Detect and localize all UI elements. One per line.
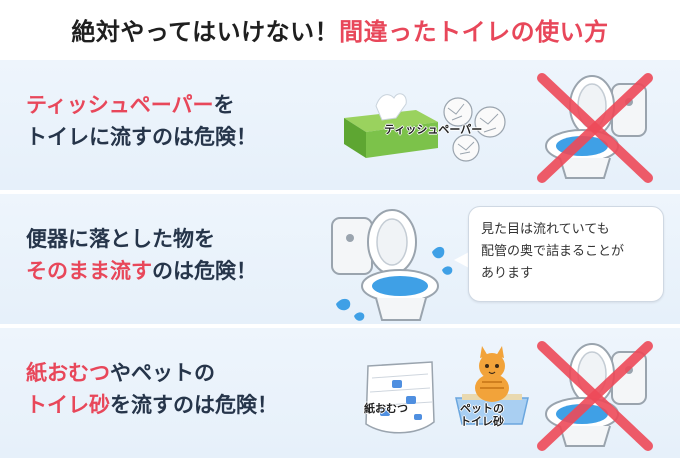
section-tissue-paper: ティッシュペーパーを トイレに流すのは危険！ ティッシュペーパー	[0, 60, 680, 190]
heading-segment: のは危険！	[152, 259, 257, 283]
heading-line-2: トイレ砂を流すのは危険！	[26, 389, 278, 421]
heading-segment: トイレに流すのは危険！	[26, 125, 257, 149]
toilet-crossed-illustration	[537, 73, 653, 183]
tissue-ball-icon	[452, 134, 480, 162]
bubble-line: 見た目は流れていても	[481, 222, 610, 237]
heading-line-1: 紙おむつやペットの	[26, 357, 278, 389]
section-heading: ティッシュペーパーを トイレに流すのは危険！	[26, 89, 257, 153]
heading-segment: を	[213, 93, 235, 117]
heading-segment: を流すのは危険！	[110, 393, 278, 417]
toilet-crossed-illustration	[537, 341, 653, 451]
bubble-line: 配管の奥で詰まることが	[481, 244, 625, 259]
tissue-caption: ティッシュペーパー	[384, 123, 483, 136]
diaper-icon	[365, 361, 435, 434]
tissue-box-icon	[344, 93, 438, 158]
heading-line-1: ティッシュペーパーを	[26, 89, 257, 121]
cross-mark-icon	[537, 341, 653, 451]
bubble-line: あります	[481, 266, 534, 281]
section-diapers-litter: 紙おむつやペットの トイレ砂を流すのは危険！ 紙おむつ	[0, 328, 680, 458]
tissue-ball-icon	[443, 97, 473, 127]
cross-mark-icon	[537, 73, 653, 183]
speech-bubble: 見た目は流れていても 配管の奥で詰まることが あります	[468, 206, 664, 302]
speech-bubble-tail	[454, 252, 469, 268]
section-dropped-items: 便器に落とした物を そのまま流すのは危険！ 見た目は流れていても 配管の奥で詰ま…	[0, 194, 680, 324]
heading-line-2: そのまま流すのは危険！	[26, 255, 257, 287]
heading-line-2: トイレに流すのは危険！	[26, 121, 257, 153]
tissue-ball-icon	[474, 106, 506, 138]
diaper-illustration	[365, 361, 435, 434]
pet-caption-line-2: トイレ砂	[460, 415, 504, 428]
heading-segment: そのまま流す	[26, 259, 152, 283]
heading-line-1: 便器に落とした物を	[26, 223, 257, 255]
pet-caption-line-1: ペットの	[460, 402, 504, 415]
heading-segment: ティッシュペーパー	[26, 93, 214, 117]
diaper-caption: 紙おむつ	[364, 402, 408, 415]
pet-litter-caption: ペットの トイレ砂	[460, 402, 504, 428]
title-part-2: 間違ったトイレの使い方	[339, 17, 609, 46]
cat-icon	[475, 346, 509, 402]
heading-segment: やペットの	[110, 361, 215, 385]
heading-segment: 紙おむつ	[26, 361, 110, 385]
toilet-splash-illustration	[331, 209, 453, 321]
page-title: 絶対やってはいけない！ 間違ったトイレの使い方	[0, 0, 680, 58]
pet-litter-illustration	[455, 346, 529, 425]
section-heading: 便器に落とした物を そのまま流すのは危険！	[26, 223, 257, 287]
toilet-icon	[331, 209, 439, 321]
heading-segment: 便器に落とした物を	[26, 227, 215, 251]
section-heading: 紙おむつやペットの トイレ砂を流すのは危険！	[26, 357, 278, 421]
title-part-1: 絶対やってはいけない！	[71, 17, 340, 46]
tissue-illustration	[344, 93, 506, 162]
heading-segment: トイレ砂	[26, 393, 110, 417]
water-splash-icon	[336, 246, 453, 321]
